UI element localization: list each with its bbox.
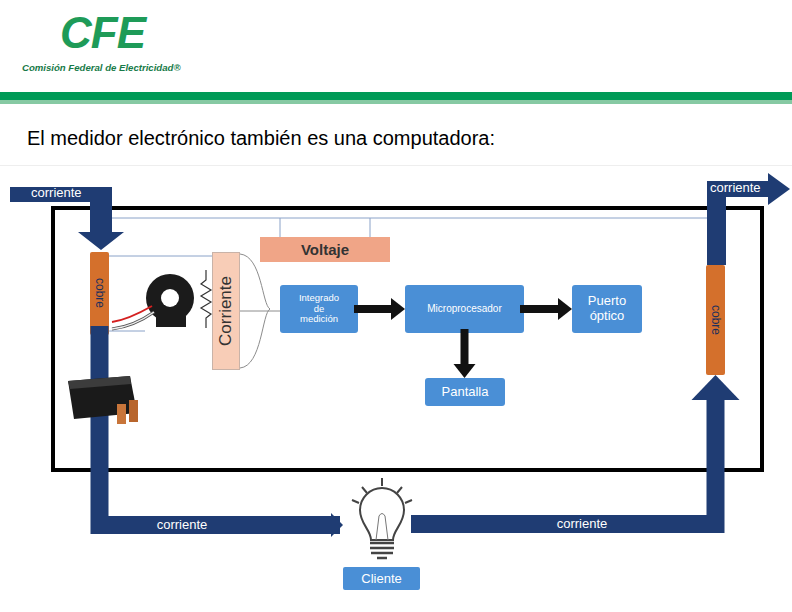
connector xyxy=(100,335,344,537)
bulb-filament xyxy=(376,514,388,541)
page-title: El medidor electrónico también es una co… xyxy=(27,127,495,150)
process-box: Integrado de medición xyxy=(280,285,358,333)
connector-line xyxy=(524,305,558,313)
connector xyxy=(524,298,572,320)
process-box: Microprocesador xyxy=(405,285,524,333)
node-text: Puerto óptico xyxy=(579,294,635,324)
bulb-icon xyxy=(360,488,404,540)
header-band-light xyxy=(0,100,792,104)
relay-top xyxy=(68,376,131,389)
logo-name: Comisión Federal de Electricidad® xyxy=(22,62,180,73)
current-in-arrow xyxy=(10,187,124,250)
meter-frame xyxy=(53,208,762,470)
current-transformer xyxy=(146,274,194,322)
arrow-head xyxy=(391,298,405,320)
voltage-tap xyxy=(280,218,370,237)
current-transformer-hole xyxy=(161,289,179,307)
logo-mark: CFE xyxy=(60,8,145,59)
current-out-arrow xyxy=(707,173,790,265)
copper-bar: cobre xyxy=(706,265,725,375)
edge-label: corriente xyxy=(557,516,608,532)
voltage-wire xyxy=(109,218,716,265)
relay-terminal xyxy=(129,400,138,422)
display-box: Pantalla xyxy=(425,378,505,406)
connector xyxy=(358,298,405,320)
node-text: Integrado de medición xyxy=(294,293,344,326)
arrow-head xyxy=(331,513,343,537)
resistor-symbol xyxy=(201,270,211,328)
relay-terminal xyxy=(117,404,126,424)
connector xyxy=(240,311,280,312)
current-transformer-base xyxy=(156,316,186,327)
voltage-box: Voltaje xyxy=(260,237,390,262)
node-text: Pantalla xyxy=(442,385,489,400)
connector-line xyxy=(240,311,280,312)
arrow-label: corriente xyxy=(31,186,82,201)
white-wire xyxy=(112,312,154,329)
copper-bar: cobre xyxy=(90,252,109,335)
sense-wire xyxy=(109,256,212,331)
edge-label: corriente xyxy=(157,517,208,533)
node-text: Microprocesador xyxy=(427,303,501,315)
node-text: cobre xyxy=(93,278,107,308)
connector-line xyxy=(100,335,332,525)
relay-body xyxy=(68,376,137,419)
process-box: Puerto óptico xyxy=(572,285,642,333)
node-text: Voltaje xyxy=(301,241,349,258)
bulb-base xyxy=(370,543,394,558)
arrow-label: corriente xyxy=(710,181,761,196)
wire-outline xyxy=(112,312,154,329)
red-wire xyxy=(112,306,152,322)
connector xyxy=(420,375,740,524)
current-box: Corriente xyxy=(212,252,240,370)
client-label: Cliente xyxy=(343,567,420,590)
arrow-head xyxy=(558,298,572,320)
node-text: cobre xyxy=(709,305,723,335)
connector-line xyxy=(420,400,716,524)
arrow-head xyxy=(454,364,476,378)
connector xyxy=(454,333,476,378)
arrow-head xyxy=(692,375,740,400)
node-text: Corriente xyxy=(216,276,236,346)
title-rule xyxy=(0,165,792,166)
connector-line xyxy=(461,333,469,364)
header-band xyxy=(0,92,792,100)
connector-line xyxy=(358,305,391,313)
bulb-rays xyxy=(352,478,412,503)
